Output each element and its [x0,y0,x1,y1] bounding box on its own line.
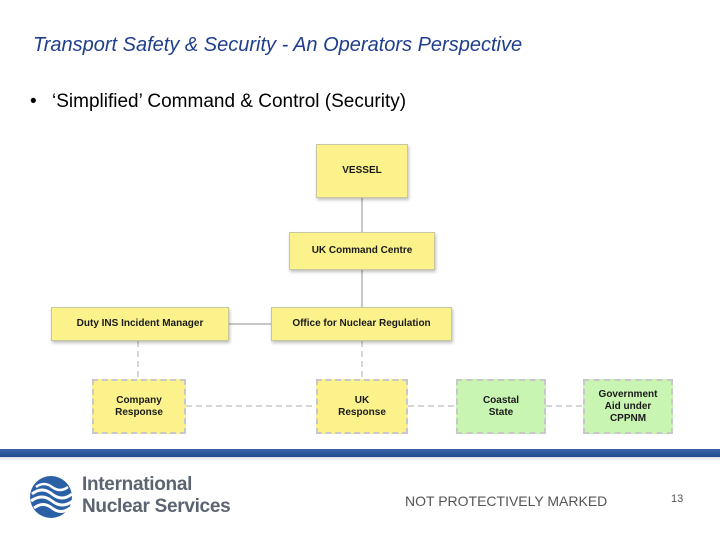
footer-bar [0,449,720,457]
node-government-aid: Government Aid under CPPNM [583,379,673,434]
node-uk-response: UK Response [316,379,408,434]
node-company-response: Company Response [92,379,186,434]
node-government-aid-line3: CPPNM [609,412,647,424]
node-uk-response-line2: Response [338,406,386,418]
node-company-response-line2: Response [115,406,163,418]
node-vessel: VESSEL [316,144,408,198]
node-company-response-line1: Company [116,394,162,406]
node-government-aid-line1: Government [598,388,658,400]
node-office-for-nuclear-regulation: Office for Nuclear Regulation [271,307,452,341]
logo-line2: Nuclear Services [82,496,231,517]
bullet-symbol: • [30,91,37,112]
node-government-aid-line2: Aid under [604,400,652,412]
protective-marking: NOT PROTECTIVELY MARKED [405,493,608,509]
node-duty-ins-incident-manager: Duty INS Incident Manager [51,307,229,341]
node-uk-response-line1: UK [354,394,370,406]
node-uk-command-centre: UK Command Centre [289,232,435,270]
ins-logo-icon [30,476,74,518]
logo-wordmark: International Nuclear Services [82,474,231,518]
page-number: 13 [671,493,684,505]
node-coastal-state-line1: Coastal [482,394,520,406]
node-coastal-state-line2: State [488,406,514,418]
footer-shadow [0,457,720,461]
bullet-text: ‘Simplified’ Command & Control (Security… [52,91,407,112]
node-coastal-state: Coastal State [456,379,546,434]
slide-title: Transport Safety & Security - An Operato… [33,34,523,56]
bullet-point: • ‘Simplified’ Command & Control (Securit… [30,91,406,113]
logo-line1: International [82,474,193,495]
